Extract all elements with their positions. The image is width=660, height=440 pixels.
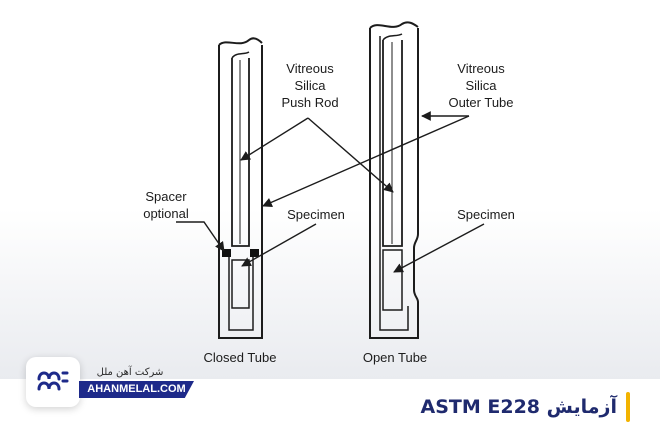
diagram-background bbox=[0, 0, 660, 380]
outer-tube-label-line-1: Vitreous bbox=[457, 61, 505, 76]
arrow-specimen-right bbox=[393, 223, 485, 273]
closed-tube-caption: Closed Tube bbox=[204, 350, 277, 365]
open-tube-caption: Open Tube bbox=[363, 350, 427, 365]
brand-logo[interactable] bbox=[26, 357, 80, 407]
page-title: آزمایش ASTM E228 bbox=[421, 391, 630, 423]
page-title-text: آزمایش ASTM E228 bbox=[420, 396, 617, 418]
arrow-outer-tube-lower bbox=[262, 115, 470, 207]
specimen-label-left: Specimen bbox=[287, 207, 345, 222]
arrow-spacer bbox=[176, 221, 225, 252]
brand-url[interactable]: AHANMELAL.COM bbox=[79, 381, 194, 398]
outer-tube-label-line-2: Silica bbox=[465, 78, 497, 93]
spacer-block-left bbox=[222, 249, 231, 257]
arrow-push-rod-right bbox=[307, 117, 394, 193]
ahanmelal-logo-icon bbox=[37, 371, 69, 391]
arrow-push-rod-left bbox=[240, 117, 309, 161]
spacer-label-line-1: Spacer bbox=[145, 189, 187, 204]
push-rod-label-line-1: Vitreous bbox=[286, 61, 334, 76]
specimen-label-right: Specimen bbox=[457, 207, 515, 222]
outer-tube-label-line-3: Outer Tube bbox=[448, 95, 513, 110]
push-rod-label-line-2: Silica bbox=[294, 78, 326, 93]
brand-name-fa: شرکت آهن ملل bbox=[96, 367, 164, 378]
push-rod-label-line-3: Push Rod bbox=[281, 95, 338, 110]
arrow-specimen-left bbox=[241, 223, 317, 267]
title-accent-bar bbox=[626, 392, 630, 422]
spacer-block-right bbox=[250, 249, 259, 257]
spacer-label-line-2: optional bbox=[143, 206, 189, 221]
leader-lines bbox=[176, 111, 485, 273]
open-tube bbox=[369, 21, 419, 339]
